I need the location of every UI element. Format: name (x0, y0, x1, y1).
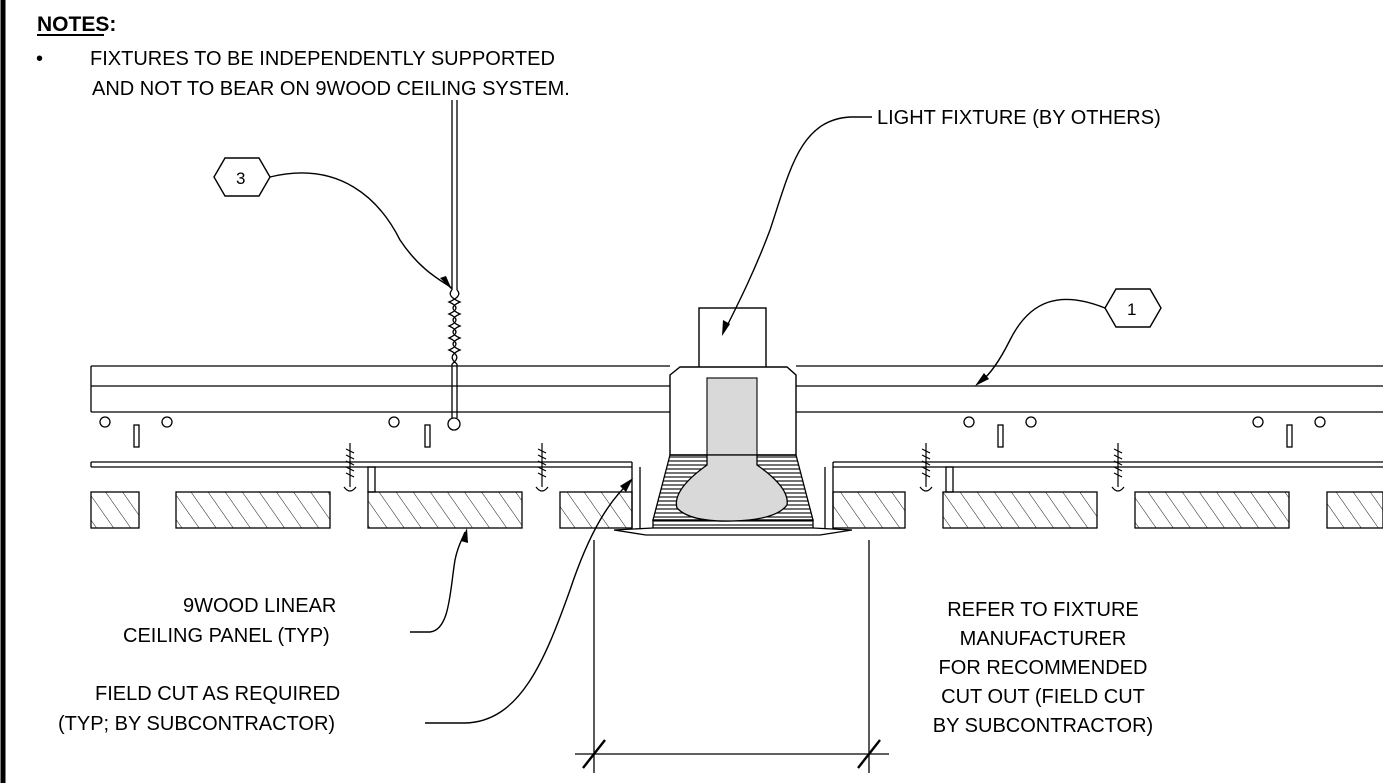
leader-light-fixture (724, 116, 872, 331)
svg-text:1: 1 (1127, 300, 1136, 319)
svg-text:MANUFACTURER: MANUFACTURER (960, 628, 1127, 650)
leader-panel (410, 531, 466, 633)
notes-line-2: AND NOT TO BEAR ON 9WOOD CEILING SYSTEM. (92, 78, 570, 100)
leader-field-cut-arrow (620, 478, 633, 492)
callout-panel-line-2: CEILING PANEL (TYP) (123, 625, 330, 647)
leader-tag-3-arrow (440, 276, 452, 290)
leader-tag-1-arrow (975, 373, 989, 386)
field-cut-edges (631, 462, 834, 528)
leader-tag-3 (269, 172, 453, 289)
hanger-wire (447, 100, 462, 431)
svg-text:CUT OUT (FIELD CUT: CUT OUT (FIELD CUT (941, 686, 1145, 708)
leader-field-cut (425, 481, 631, 724)
wood-linear-panels (90, 491, 1383, 529)
detail-tag-1: 1 (1104, 288, 1162, 328)
callout-field-cut-line-1: FIELD CUT AS REQUIRED (95, 683, 340, 705)
callout-refer-block: REFER TO FIXTURE MANUFACTURER FOR RECOMM… (933, 599, 1153, 737)
notes-heading: NOTES: (37, 13, 116, 36)
svg-text:FOR RECOMMENDED: FOR RECOMMENDED (939, 657, 1148, 679)
cutout-dimension (575, 540, 889, 773)
notes-bullet: • (36, 48, 43, 70)
callout-field-cut-line-2: (TYP; BY SUBCONTRACTOR) (58, 713, 335, 735)
svg-text:3: 3 (236, 169, 245, 188)
svg-text:BY SUBCONTRACTOR): BY SUBCONTRACTOR) (933, 715, 1153, 737)
screw-fasteners (343, 443, 1125, 492)
leader-tag-1 (979, 298, 1106, 383)
rail-perforations (99, 416, 1326, 448)
leader-light-fixture-arrow (722, 320, 730, 336)
svg-text:REFER TO FIXTURE: REFER TO FIXTURE (947, 599, 1139, 621)
detail-tag-3: 3 (213, 157, 271, 197)
callout-light-fixture: LIGHT FIXTURE (BY OTHERS) (877, 107, 1161, 129)
notes-line-1: FIXTURES TO BE INDEPENDENTLY SUPPORTED (90, 48, 555, 70)
callout-panel-line-1: 9WOOD LINEAR (183, 595, 336, 617)
light-fixture (613, 307, 853, 536)
leader-panel-arrow (461, 528, 468, 543)
